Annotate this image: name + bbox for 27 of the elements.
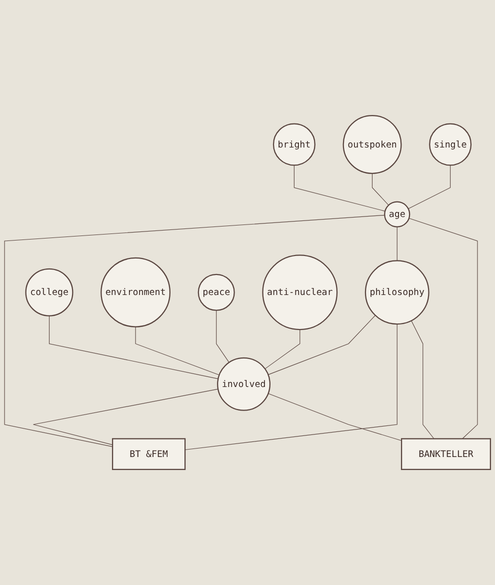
connector: [135, 326, 220, 376]
connector: [33, 388, 218, 446]
connector: [408, 164, 451, 209]
connector: [408, 218, 478, 440]
connector: [216, 310, 230, 363]
connector: [268, 393, 402, 441]
node-circle: single: [429, 123, 472, 166]
node-circle: peace: [198, 274, 235, 311]
node-circle: involved: [217, 357, 270, 411]
connector: [396, 226, 398, 261]
node-circle: environment: [100, 257, 171, 328]
node-circle: outspoken: [342, 114, 402, 174]
node-circle: philosophy: [364, 260, 430, 325]
connector: [48, 316, 218, 380]
node-box: BANKTELLER: [400, 438, 492, 470]
connector: [184, 324, 398, 450]
connector: [4, 214, 385, 447]
node-circle: age: [384, 201, 410, 228]
node-circle: anti-nuclear: [262, 254, 338, 330]
node-circle: college: [25, 268, 74, 316]
connector: [372, 173, 389, 206]
connector: [294, 164, 386, 212]
node-circle: bright: [272, 123, 316, 166]
connector: [264, 329, 300, 370]
node-box: BT &FEM: [112, 438, 186, 470]
connector: [268, 315, 376, 375]
connector: [411, 320, 434, 440]
